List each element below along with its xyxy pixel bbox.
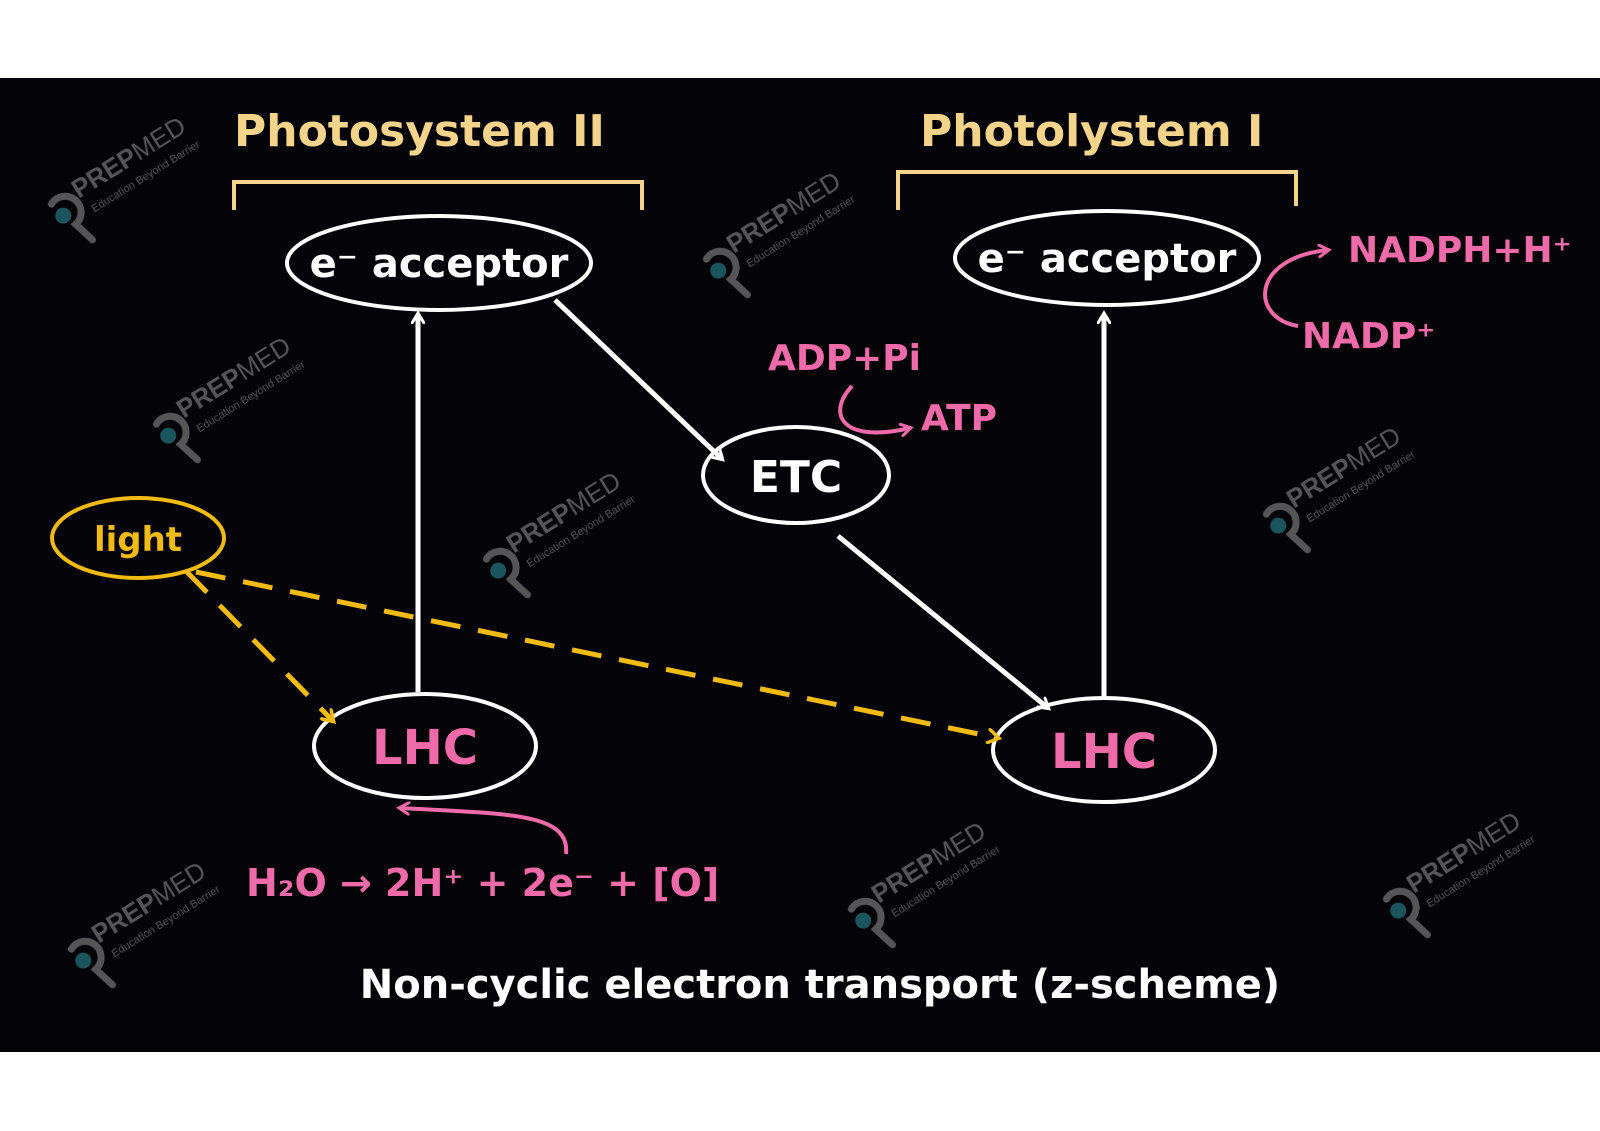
water-reaction-label: H₂O → 2H⁺ + 2e⁻ + [O] [246, 861, 719, 905]
watermark-logo [61, 854, 233, 996]
nadph-formation-arrow [1263, 250, 1328, 328]
lhc-right-ellipse [991, 696, 1217, 804]
ps1-acceptor-ellipse [953, 209, 1261, 307]
ps2-acceptor-label: e⁻ acceptor [310, 241, 569, 287]
adp-pi-label: ADP+Pi [768, 338, 921, 379]
nadph-label: NADPH+H⁺ [1348, 230, 1572, 271]
watermark-logo [1376, 804, 1548, 946]
photosystem-1-bracket [896, 170, 1298, 210]
light-ellipse [50, 496, 226, 580]
etc-to-lhc-right-arrow [836, 534, 1048, 708]
light-to-lhc-right-arrow [195, 569, 998, 738]
light-to-lhc-left-arrow [184, 569, 333, 721]
etc-label: ETC [750, 452, 842, 503]
atp-label: ATP [921, 398, 997, 439]
water-electron-arrow [400, 808, 569, 855]
blackboard: PREPMED Education Beyond Barrier Photosy… [0, 78, 1600, 1052]
etc-ellipse [701, 425, 891, 525]
lhc-right-label: LHC [1051, 724, 1157, 780]
watermark-logo [1256, 419, 1428, 561]
watermark-logo [146, 329, 318, 471]
atp-synthesis-arrow [838, 384, 910, 432]
lhc-left-label: LHC [372, 720, 478, 776]
photosystem-2-bracket [232, 180, 644, 210]
watermark-logo [696, 164, 868, 306]
z-scheme-diagram: PREPMED Education Beyond Barrier Photosy… [0, 78, 1572, 1008]
acceptor-to-etc-arrow [553, 298, 722, 459]
light-label: light [94, 520, 182, 560]
photosystem-1-label: Photolystem I [920, 106, 1263, 157]
lhc-left-ellipse [312, 692, 538, 800]
ps1-acceptor-label: e⁻ acceptor [978, 236, 1237, 282]
nadp-label: NADP⁺ [1302, 316, 1435, 357]
ps2-acceptor-ellipse [285, 214, 593, 312]
watermark-logo [41, 109, 213, 251]
watermark-logo [476, 464, 648, 606]
photosystem-2-label: Photosystem II [234, 106, 605, 157]
diagram-caption: Non-cyclic electron transport (z-scheme) [360, 962, 1280, 1008]
watermark-logo [841, 814, 1013, 956]
